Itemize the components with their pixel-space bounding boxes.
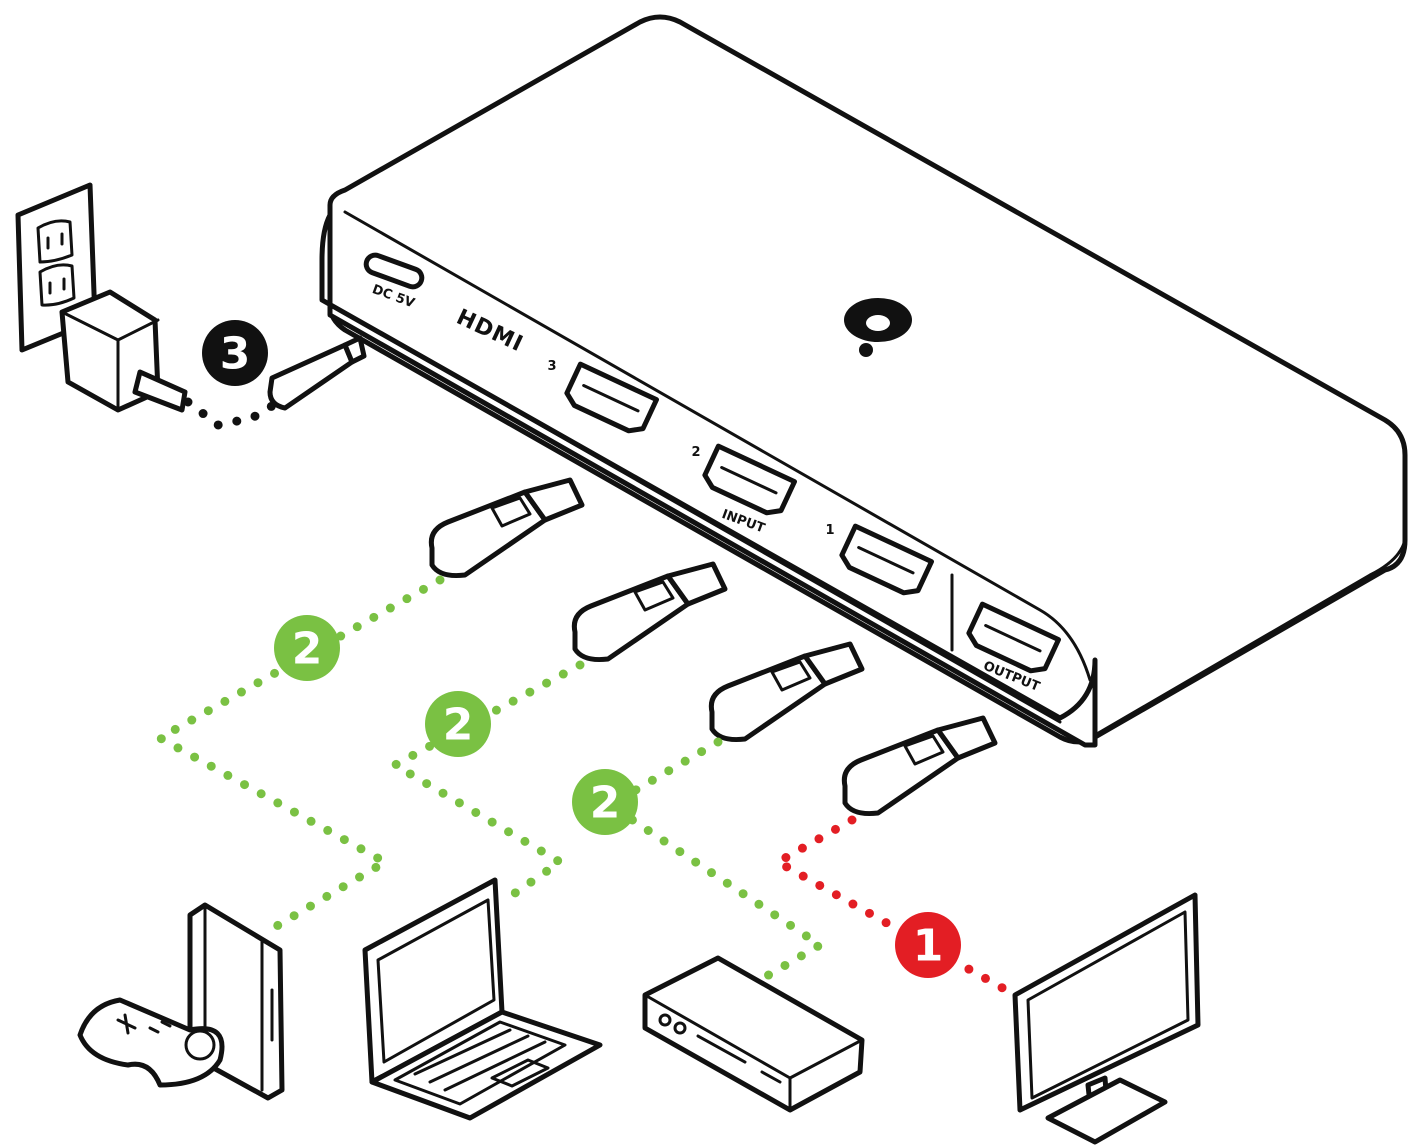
game-console-icon: [77, 902, 285, 1101]
hdmi-plug-b[interactable]: [571, 561, 728, 662]
power-connection-line: [183, 395, 287, 430]
step-badge-output: 1: [895, 912, 961, 978]
dc-plug-body: [267, 342, 355, 411]
output-connection-line: [768, 815, 1020, 1000]
hdmi-switch: DC 5V HDMI 3 2 INPUT 1 OUTPUT: [319, 14, 1408, 748]
monitor-icon: [1012, 892, 1201, 1145]
badge-output-label: 1: [913, 921, 944, 972]
badge-power-label: 3: [220, 329, 251, 380]
badge-input-a-label: 2: [292, 624, 323, 675]
port-number-3: 3: [547, 359, 556, 374]
brand-logo-icon: [844, 298, 912, 357]
switch-side-edge: [1093, 538, 1407, 737]
switch-front-edge: [343, 210, 1092, 682]
dc-plug-tip: [342, 335, 367, 365]
input-c-connection-line: [601, 737, 829, 985]
switch-front-face: [319, 212, 1098, 748]
hdmi-plug-output[interactable]: [841, 715, 998, 816]
input-port-1[interactable]: 1: [825, 523, 935, 598]
monitor-stand: [1045, 1077, 1168, 1145]
switch-bottom-edge: [320, 298, 1062, 724]
badge-input-c-label: 2: [590, 778, 621, 829]
port-number-2: 2: [691, 445, 700, 460]
set-top-box-icon: [642, 955, 865, 1113]
step-badge-input-b: 2: [425, 691, 491, 757]
switch-top-face: [327, 14, 1408, 745]
hdmi-plug-a[interactable]: [428, 477, 585, 578]
hdmi-plug-c[interactable]: [708, 641, 865, 742]
port-number-1: 1: [825, 523, 834, 538]
step-badge-input-a: 2: [274, 615, 340, 681]
gamepad: [77, 997, 225, 1088]
badge-input-b-label: 2: [443, 700, 474, 751]
input-b-connection-line: [385, 660, 585, 905]
power-adapter: [59, 289, 188, 413]
step-badge-power: 3: [202, 320, 268, 386]
monitor-screen: [1012, 892, 1201, 1113]
box-body: [642, 955, 865, 1113]
input-port-3[interactable]: 3: [547, 359, 660, 436]
input-a-connection-line: [150, 575, 445, 935]
dc-plug[interactable]: [267, 335, 367, 411]
laptop-icon: [362, 877, 603, 1121]
adapter-cable: [132, 369, 188, 413]
step-badge-input-c: 2: [572, 769, 638, 835]
